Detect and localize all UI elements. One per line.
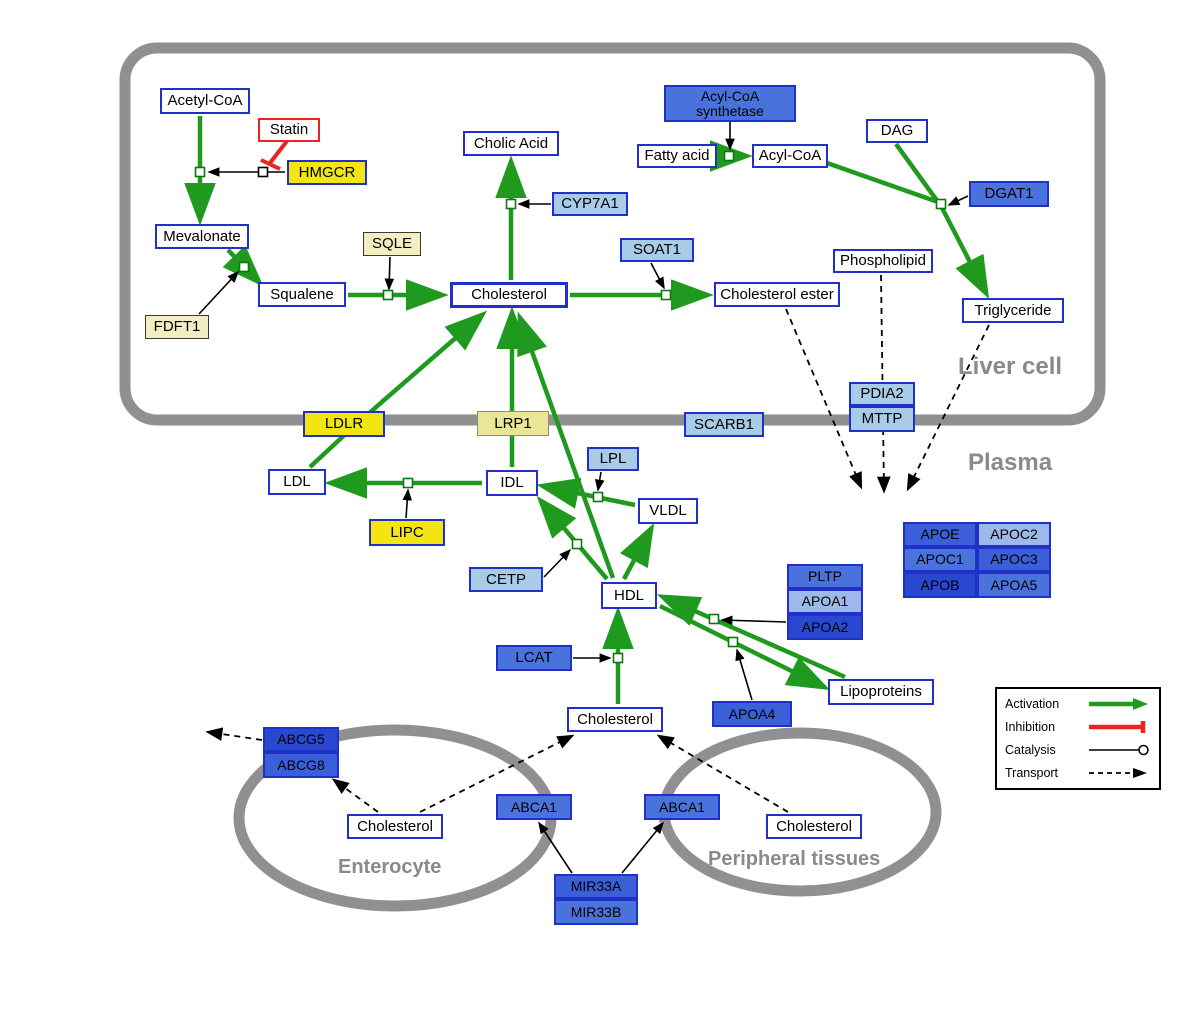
catalysis-edges: [198, 122, 969, 874]
node-scarb1[interactable]: SCARB1: [684, 412, 764, 437]
node-lipoproteins[interactable]: Lipoproteins: [828, 679, 934, 705]
node-abcg5[interactable]: ABCG5: [263, 727, 339, 752]
node-triglyceride[interactable]: Triglyceride: [962, 298, 1064, 323]
legend-catalysis-label: Catalysis: [1005, 742, 1056, 757]
node-statin[interactable]: Statin: [258, 118, 320, 142]
node-dgat1[interactable]: DGAT1: [969, 181, 1049, 207]
node-mttp[interactable]: MTTP: [849, 406, 915, 432]
legend-row-catalysis: Catalysis: [1005, 743, 1151, 757]
node-cholic-acid[interactable]: Cholic Acid: [463, 131, 559, 156]
node-apoa5[interactable]: APOA5: [977, 572, 1051, 598]
node-mevalonate[interactable]: Mevalonate: [155, 224, 249, 249]
node-apoa4[interactable]: APOA4: [712, 701, 792, 727]
liver-cell-label: Liver cell: [958, 353, 1063, 380]
legend-activation-label: Activation: [1005, 697, 1060, 712]
node-lipc[interactable]: LIPC: [369, 519, 445, 546]
inhibition-tbar-symbol: [1089, 721, 1146, 734]
node-apoe[interactable]: APOE: [903, 522, 977, 547]
node-apob[interactable]: APOB: [903, 572, 977, 598]
node-pltp[interactable]: PLTP: [787, 564, 863, 589]
node-ldl[interactable]: LDL: [268, 469, 326, 495]
node-ldlr[interactable]: LDLR: [303, 411, 385, 437]
node-cholesterol-ester[interactable]: Cholesterol ester: [714, 282, 840, 307]
legend-inhibition-label: Inhibition: [1005, 720, 1056, 735]
node-apoa1[interactable]: APOA1: [787, 589, 863, 614]
node-cholesterol-liver[interactable]: Cholesterol: [450, 282, 568, 308]
legend-row-activation: Activation: [1005, 697, 1151, 711]
transport-edges: [205, 274, 990, 813]
node-cholesterol-enterocyte[interactable]: Cholesterol: [347, 814, 443, 839]
node-hmgcr[interactable]: HMGCR: [287, 160, 367, 185]
node-acyl-coa-synthetase[interactable]: Acyl-CoA synthetase: [664, 85, 796, 122]
node-cetp[interactable]: CETP: [469, 567, 543, 592]
node-apoa2[interactable]: APOA2: [787, 614, 863, 640]
node-idl[interactable]: IDL: [486, 470, 538, 496]
enterocyte-label: Enterocyte: [338, 856, 442, 878]
inhibition-edge-statin: [260, 139, 289, 171]
catalysis-circle-symbol: [1089, 744, 1149, 756]
node-abcg8[interactable]: ABCG8: [263, 752, 339, 778]
activation-arrow-symbol: [1089, 698, 1148, 711]
node-sqle[interactable]: SQLE: [363, 232, 421, 256]
node-fatty-acid[interactable]: Fatty acid: [637, 144, 717, 168]
node-mir33a[interactable]: MIR33A: [554, 874, 638, 899]
node-cholesterol-peripheral[interactable]: Cholesterol: [766, 814, 862, 839]
node-hdl[interactable]: HDL: [601, 582, 657, 609]
node-mir33b[interactable]: MIR33B: [554, 899, 638, 925]
legend-transport-label: Transport: [1005, 765, 1059, 780]
transport-dashed-arrow-symbol: [1089, 767, 1147, 778]
node-lcat[interactable]: LCAT: [496, 645, 572, 671]
node-apoc3[interactable]: APOC3: [977, 547, 1051, 572]
node-lpl[interactable]: LPL: [587, 447, 639, 471]
node-acetyl-coa[interactable]: Acetyl-CoA: [160, 88, 250, 114]
legend-row-transport: Transport: [1005, 766, 1151, 780]
legend-box: Activation Inhibition Catalysis Transpor…: [995, 687, 1161, 790]
legend-row-inhibition: Inhibition: [1005, 720, 1151, 734]
node-apoc2[interactable]: APOC2: [977, 522, 1051, 547]
node-abca1-left[interactable]: ABCA1: [496, 794, 572, 820]
node-apoc1[interactable]: APOC1: [903, 547, 977, 572]
node-vldl[interactable]: VLDL: [638, 498, 698, 524]
node-soat1[interactable]: SOAT1: [620, 238, 694, 262]
node-abca1-right[interactable]: ABCA1: [644, 794, 720, 820]
node-cholesterol-plasma[interactable]: Cholesterol: [567, 707, 663, 732]
node-dag[interactable]: DAG: [866, 119, 928, 143]
node-lrp1[interactable]: LRP1: [477, 411, 549, 436]
plasma-label: Plasma: [968, 449, 1053, 476]
peripheral-tissues-label: Peripheral tissues: [708, 848, 881, 870]
node-pdia2[interactable]: PDIA2: [849, 382, 915, 406]
reaction-squares: [194, 150, 947, 664]
node-cyp7a1[interactable]: CYP7A1: [552, 192, 628, 216]
node-squalene[interactable]: Squalene: [258, 282, 346, 307]
node-phospholipid[interactable]: Phospholipid: [833, 249, 933, 273]
node-acyl-coa[interactable]: Acyl-CoA: [752, 144, 828, 168]
node-fdft1[interactable]: FDFT1: [145, 315, 209, 339]
